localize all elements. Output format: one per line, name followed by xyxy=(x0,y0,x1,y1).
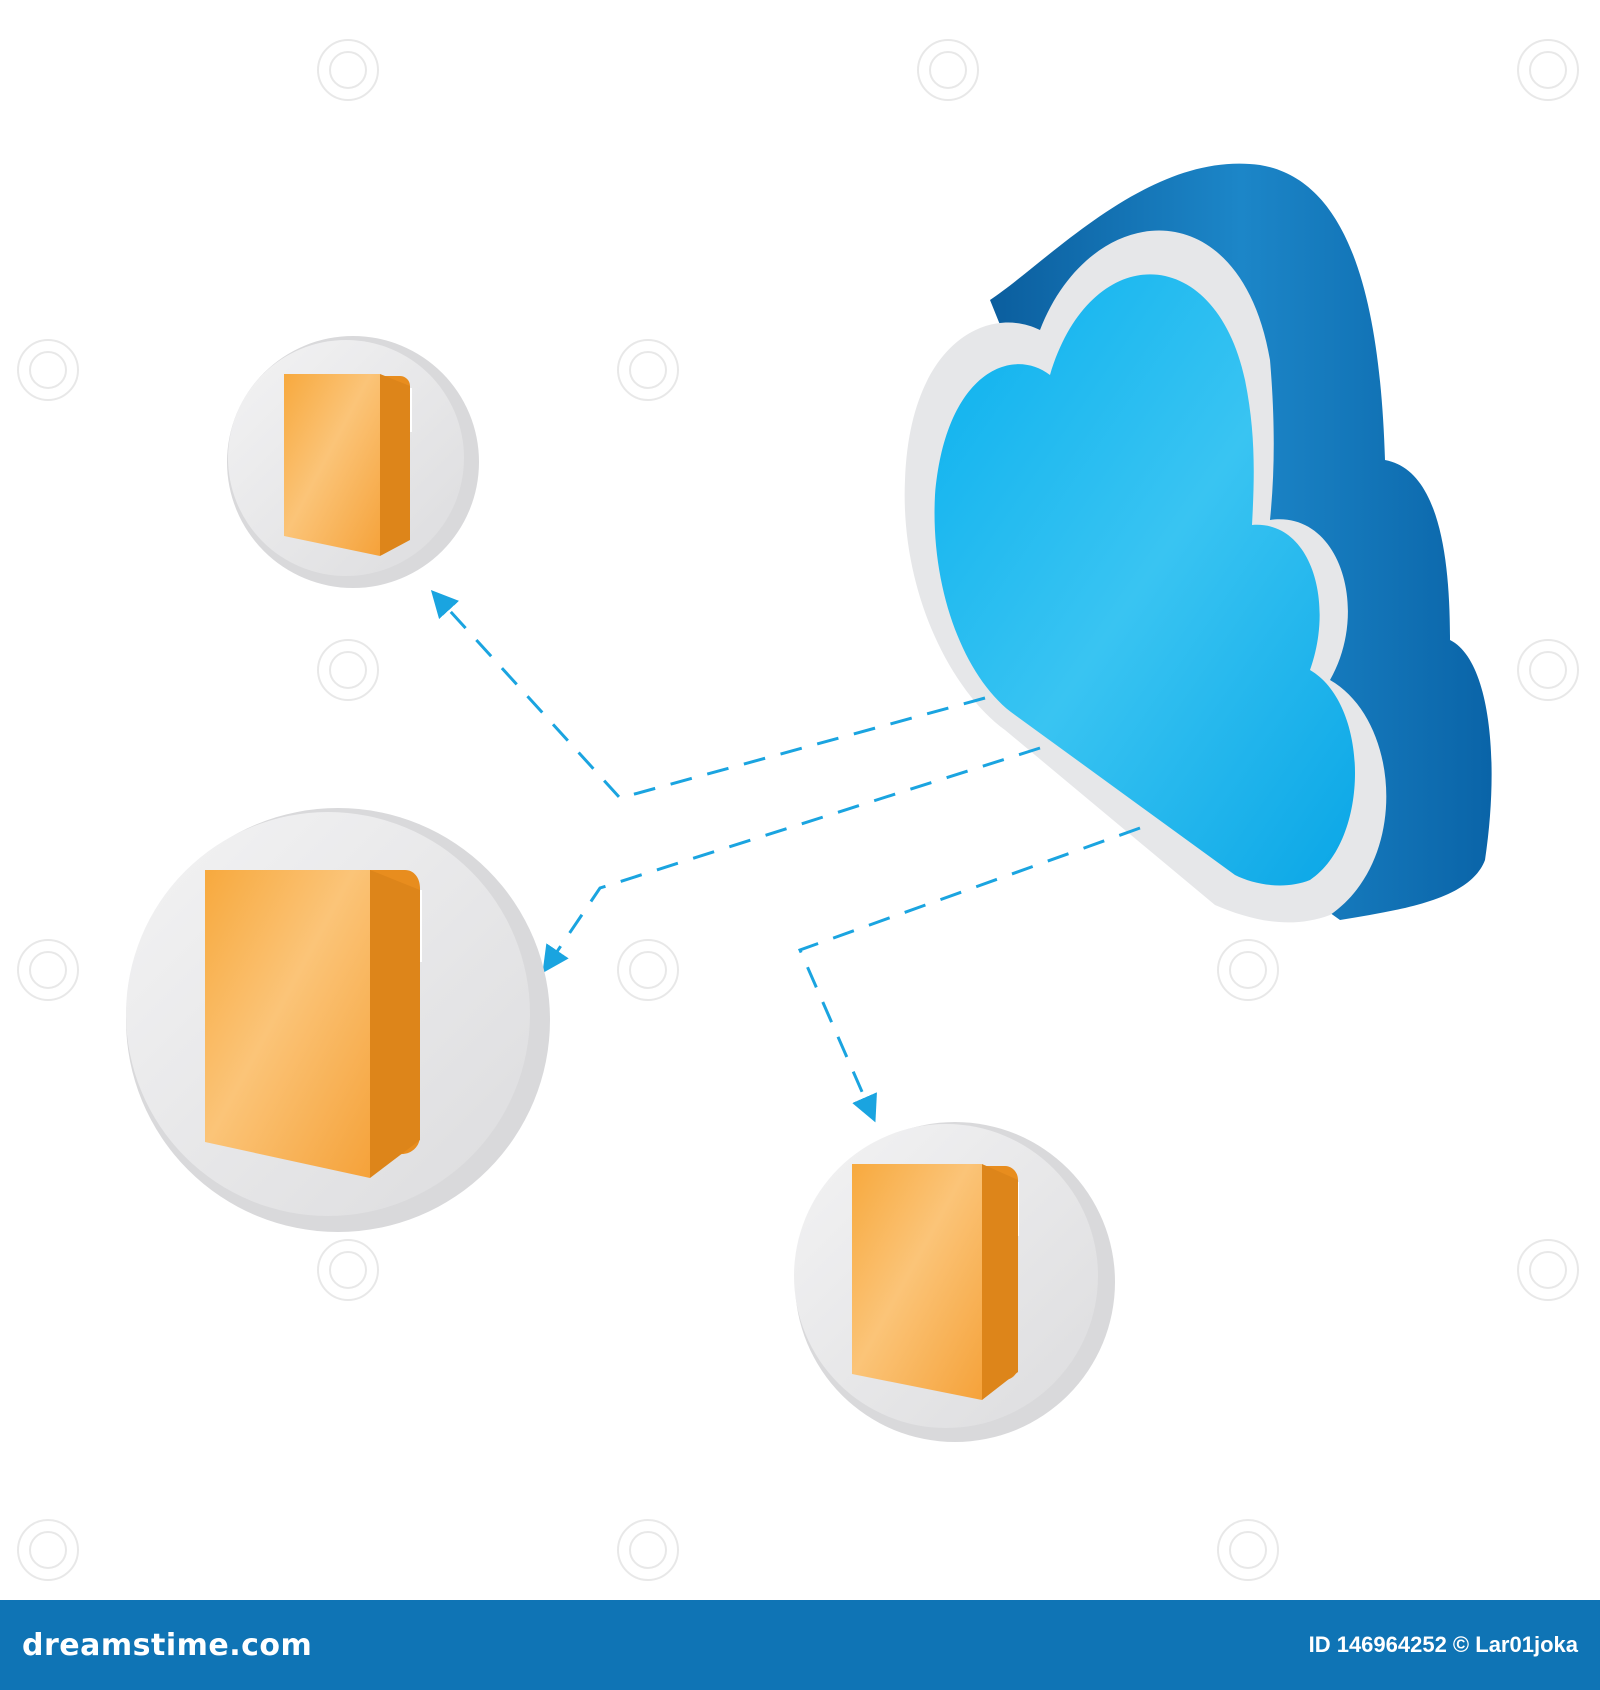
footer-credit: ID 146964252 © Lar01joka xyxy=(1308,1632,1578,1657)
folder-node-left xyxy=(126,808,550,1232)
cloud-sync-illustration xyxy=(17,39,1579,1581)
cloud-icon xyxy=(904,163,1492,923)
arrow-to-left-folder xyxy=(542,746,1041,974)
folder-icon xyxy=(205,870,422,1178)
arrow-to-bottom-folder xyxy=(797,826,1141,1123)
arrow-to-top-folder xyxy=(430,590,986,800)
cloud-face xyxy=(934,274,1355,886)
folder-icon xyxy=(284,374,412,556)
footer-bar: dreamstime.com ID 146964252 © Lar01joka xyxy=(0,1600,1600,1690)
folder-node-top xyxy=(227,336,479,588)
folder-icon xyxy=(852,1164,1019,1400)
footer-brand[interactable]: dreamstime.com xyxy=(22,1627,313,1663)
folder-node-bottom xyxy=(794,1122,1115,1442)
watermark-pattern xyxy=(17,39,1579,1581)
connector-arrows xyxy=(430,590,1141,1123)
